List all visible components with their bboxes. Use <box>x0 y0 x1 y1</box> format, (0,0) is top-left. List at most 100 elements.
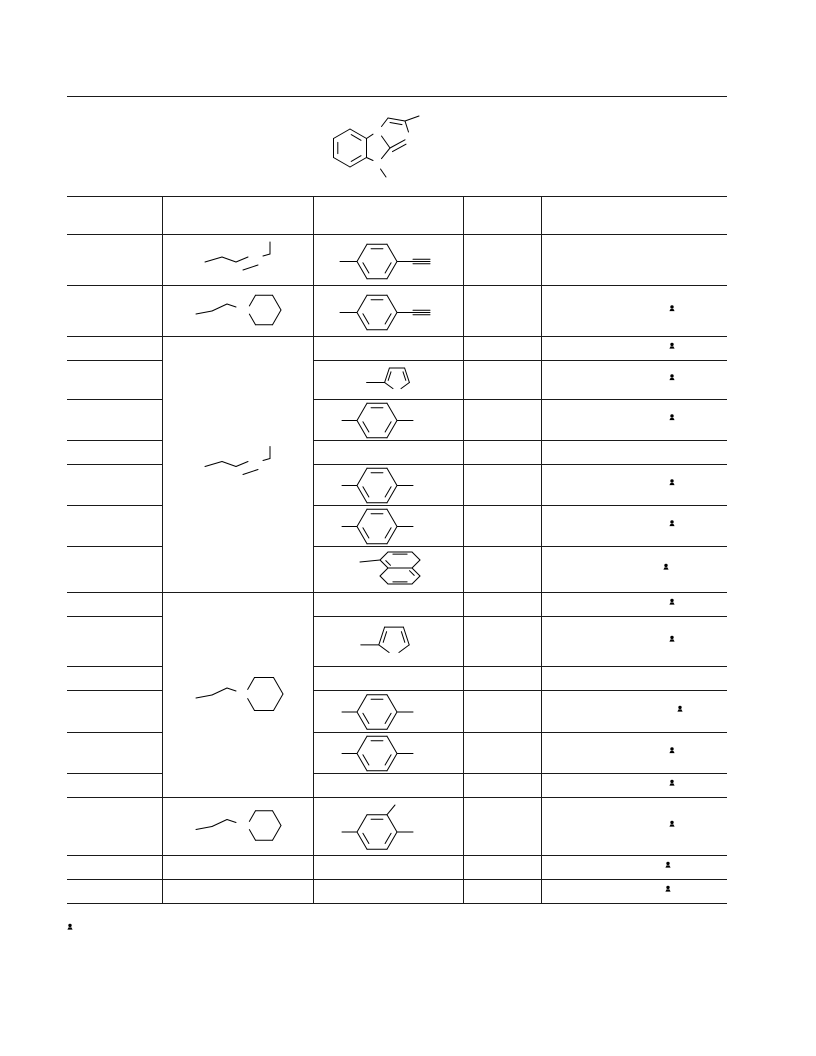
double-bond-line <box>387 371 392 381</box>
table-grid <box>67 196 727 904</box>
methylphenylene-icon <box>341 804 414 850</box>
ring-bond <box>356 485 368 504</box>
table-row <box>669 598 675 605</box>
thiophene-icon <box>366 367 410 390</box>
ring-bond <box>386 753 398 772</box>
header-cell <box>541 196 727 234</box>
double-bond-line <box>402 371 407 381</box>
mark-base <box>669 824 675 827</box>
ring-bond <box>356 261 368 280</box>
ring-bond <box>404 367 410 383</box>
ring-bond <box>356 467 368 486</box>
double-bond-line <box>362 527 370 539</box>
footnote-mark-icon <box>669 520 675 527</box>
mark-base <box>67 927 73 930</box>
ring-bond <box>356 526 368 545</box>
amine-cell <box>204 446 271 475</box>
ring-bond <box>356 243 368 262</box>
ring-bond <box>384 382 394 390</box>
bond-line <box>242 264 259 271</box>
piperidine-chain-icon <box>195 810 282 841</box>
double-bond-line <box>384 832 392 844</box>
ring-bond <box>247 677 255 690</box>
table-row <box>341 735 675 772</box>
ring-bond <box>356 694 368 713</box>
ring-bond <box>386 508 398 527</box>
ring-bond <box>356 312 368 331</box>
phenylene-icon <box>341 402 414 439</box>
footnote-mark-icon <box>669 342 675 349</box>
double-bond-line <box>362 313 370 325</box>
phenylene-icon <box>341 735 414 772</box>
piperidine-chain-icon <box>195 677 284 711</box>
ring-bond <box>248 829 256 841</box>
bond-line <box>204 256 223 263</box>
ring-bond <box>411 575 421 585</box>
ring-bond <box>248 294 256 307</box>
table-row <box>669 342 675 349</box>
double-bond-line <box>362 754 370 766</box>
ring-bond <box>386 694 398 713</box>
ring-bond <box>248 313 256 326</box>
double-bond-line <box>409 570 415 576</box>
bond-line <box>381 135 391 149</box>
bond-line <box>195 826 213 830</box>
amine-column <box>195 241 284 841</box>
double-bond-line <box>382 631 388 643</box>
bond-line <box>211 687 228 696</box>
ring-bond <box>272 825 282 841</box>
ring-bond <box>386 261 398 280</box>
double-bond-line <box>362 421 370 433</box>
ring-bond <box>247 698 255 711</box>
ring-bond <box>411 567 421 577</box>
mark-base <box>677 709 683 712</box>
footnote-mark-icon <box>67 923 73 930</box>
bond-line <box>389 139 406 149</box>
ring-bond <box>386 814 398 833</box>
ring-bond <box>386 294 398 313</box>
bond-line <box>204 461 223 467</box>
ring-bond <box>379 575 389 585</box>
mark-base <box>669 750 675 754</box>
header-cell <box>67 196 162 234</box>
mark-base <box>669 417 675 421</box>
table-footnote <box>67 923 73 930</box>
header-cell <box>313 196 463 234</box>
footnote-mark-icon <box>669 747 675 754</box>
header-cell <box>463 196 541 234</box>
ring-bond <box>356 294 368 313</box>
ring-bond <box>411 551 421 561</box>
mark-base <box>669 482 675 486</box>
bond-line <box>195 310 213 315</box>
ring-bond <box>356 420 368 439</box>
footnote-mark-icon <box>669 635 675 642</box>
ring-bond <box>273 693 284 711</box>
mark-base <box>669 639 675 642</box>
ethynylphenyl-icon <box>339 243 431 280</box>
bond-line <box>381 147 391 160</box>
ring-bond <box>378 644 390 653</box>
bond-line <box>235 256 249 263</box>
ring-bond <box>349 157 367 168</box>
naphthalene-icon <box>359 551 421 585</box>
bond-line <box>211 303 228 312</box>
ring-bond <box>356 508 368 527</box>
bond-line <box>242 469 259 475</box>
double-bond-line <box>384 754 392 766</box>
table-row <box>339 294 675 331</box>
ring-bond <box>386 243 398 262</box>
ring-bond <box>349 128 367 139</box>
mark-dot <box>666 861 670 866</box>
double-bond-line <box>362 262 370 274</box>
ring-bond <box>398 644 410 653</box>
mark-base <box>669 346 675 349</box>
double-bond-line <box>384 313 392 325</box>
footnote-mark-icon <box>663 563 669 570</box>
table-row <box>341 508 675 545</box>
bond-line <box>211 819 228 827</box>
table-row <box>341 402 675 439</box>
double-bond-line <box>385 560 391 566</box>
mark-dot <box>678 705 682 710</box>
bond-line <box>387 117 406 122</box>
